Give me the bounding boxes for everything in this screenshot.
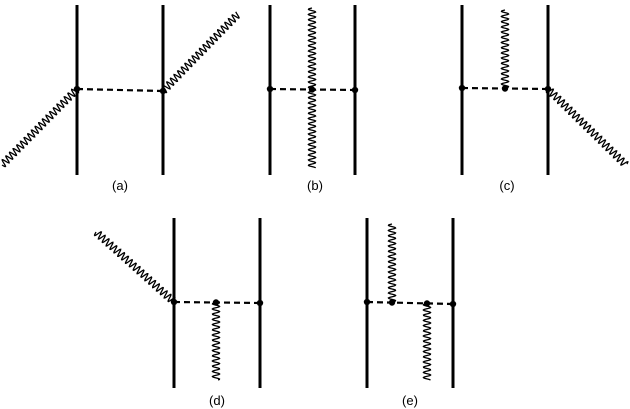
panel-b-vertex-right [351, 86, 359, 94]
panel-d-vertex-right [256, 299, 264, 307]
panel-a-vertex-left [73, 85, 81, 93]
panel-e-vertex-left [363, 298, 371, 306]
panel-e: (e) [363, 218, 457, 408]
panel-d-vertex-middle [212, 299, 220, 306]
panel-e-dashed-propagator [366, 300, 454, 306]
panel-b-vertex-middle [308, 86, 316, 93]
panel-e-vertex-middle-right [423, 300, 431, 307]
panel-d: (d) [93, 218, 264, 408]
panel-a-dashed-propagator [76, 87, 164, 93]
panel-a-gluon-upper-right [162, 11, 240, 94]
panel-c-vertex-right [544, 85, 552, 93]
panel-d-gluon-lower [211, 301, 221, 381]
panel-c-gluon-lower-right [545, 88, 629, 166]
panel-e-gluon-lower [422, 302, 432, 381]
panel-d-gluon-upper-left [93, 231, 176, 305]
panel-b: (b) [266, 5, 359, 193]
panel-e-vertex-right [449, 300, 457, 308]
panel-c-label: (c) [499, 178, 514, 193]
panel-a-gluon-lower-left [1, 88, 80, 168]
panel-c-vertex-left [458, 84, 466, 92]
panel-a: (a) [1, 5, 240, 193]
panel-d-vertex-left [170, 298, 178, 306]
panel-e-label: (e) [402, 393, 418, 408]
panel-e-vertex-middle-left [388, 299, 396, 306]
panel-c-vertex-middle [501, 85, 509, 92]
panel-d-label: (d) [209, 393, 225, 408]
panel-b-vertex-left [266, 85, 274, 93]
panel-e-gluon-upper [387, 223, 397, 304]
panel-c: (c) [458, 5, 629, 193]
panel-c-gluon-upper [500, 9, 510, 89]
panel-a-vertex-right [159, 87, 167, 95]
panel-b-label: (b) [307, 178, 323, 193]
panel-a-label: (a) [112, 178, 128, 193]
